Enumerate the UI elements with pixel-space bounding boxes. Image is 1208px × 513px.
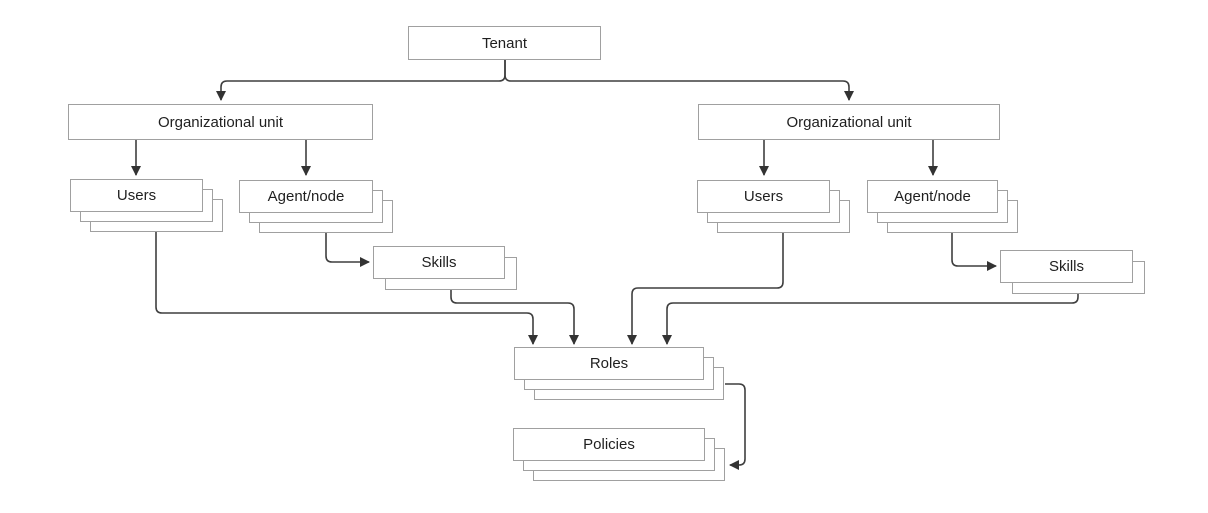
users-left-box: Users	[70, 179, 203, 212]
roles-label: Roles	[589, 355, 629, 372]
org-unit-left-label: Organizational unit	[157, 113, 284, 131]
node-skills-right: Skills	[1000, 250, 1145, 294]
agent-node-left-label: Agent/node	[267, 188, 345, 205]
org-unit-right-label: Organizational unit	[786, 113, 912, 131]
edge-skills-left-roles	[450, 290, 579, 345]
skills-left-label: Skills	[421, 254, 457, 271]
org-unit-left-box: Organizational unit	[68, 104, 373, 140]
node-roles: Roles	[514, 347, 724, 400]
roles-box: Roles	[514, 347, 704, 380]
edge-roles-policies	[725, 383, 746, 470]
tenant-box: Tenant	[408, 26, 601, 60]
org-unit-right-box: Organizational unit	[698, 104, 1000, 140]
node-policies: Policies	[513, 428, 725, 481]
edge-users-right-roles	[627, 233, 784, 345]
tenant-label: Tenant	[481, 34, 528, 52]
agent-node-right-box: Agent/node	[867, 180, 998, 213]
agent-node-left-box: Agent/node	[239, 180, 373, 213]
users-right-box: Users	[697, 180, 830, 213]
users-left-label: Users	[116, 187, 157, 204]
policies-label: Policies	[583, 436, 635, 453]
edge-users-left-roles	[155, 232, 538, 345]
skills-right-label: Skills	[1048, 258, 1084, 275]
node-users-left: Users	[70, 179, 223, 232]
edge-agent-left-skills-left	[325, 233, 370, 267]
users-right-label: Users	[743, 188, 784, 205]
skills-right-box: Skills	[1000, 250, 1133, 283]
node-org-unit-right: Organizational unit	[698, 104, 1000, 140]
edge-agent-right-skills-right	[951, 233, 997, 271]
node-tenant: Tenant	[408, 26, 601, 60]
edge-tenant-org-right	[504, 60, 854, 101]
agent-node-right-label: Agent/node	[894, 188, 971, 205]
node-skills-left: Skills	[373, 246, 517, 290]
node-agent-node-right: Agent/node	[867, 180, 1018, 233]
node-users-right: Users	[697, 180, 850, 233]
node-agent-node-left: Agent/node	[239, 180, 393, 233]
edge-skills-right-roles	[662, 294, 1079, 345]
policies-box: Policies	[513, 428, 705, 461]
edge-tenant-org-left	[216, 60, 506, 101]
skills-left-box: Skills	[373, 246, 505, 279]
node-org-unit-left: Organizational unit	[68, 104, 373, 140]
